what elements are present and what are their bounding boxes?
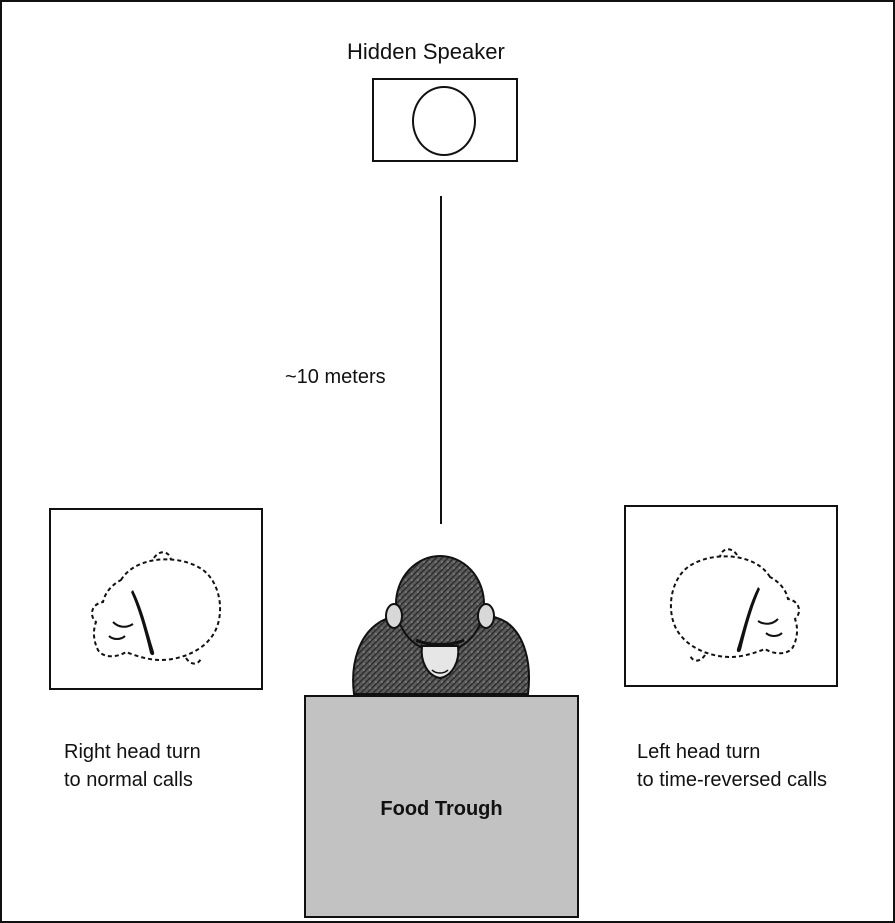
right-head-turn-line-1: Right head turn (64, 741, 201, 763)
left-head-turn-line-1: Left head turn (637, 741, 761, 763)
distance-label: ~10 meters (285, 366, 386, 388)
food-trough: Food Trough (304, 695, 579, 918)
right-head-turn-caption: Right head turn to normal calls (64, 738, 201, 794)
distance-line (440, 196, 442, 524)
head-turned-right-icon (90, 551, 221, 665)
head-turned-left-icon (670, 548, 801, 662)
food-trough-label: Food Trough (380, 798, 503, 820)
monkey-icon (352, 555, 530, 695)
left-head-turn-panel (624, 505, 838, 687)
right-head-turn-line-2: to normal calls (64, 769, 193, 791)
right-head-turn-panel (49, 508, 263, 690)
speaker-cone-icon (412, 86, 476, 156)
speaker-label: Hidden Speaker (347, 39, 505, 64)
left-head-turn-line-2: to time-reversed calls (637, 769, 828, 791)
left-head-turn-caption: Left head turn to time-reversed calls (637, 738, 827, 794)
